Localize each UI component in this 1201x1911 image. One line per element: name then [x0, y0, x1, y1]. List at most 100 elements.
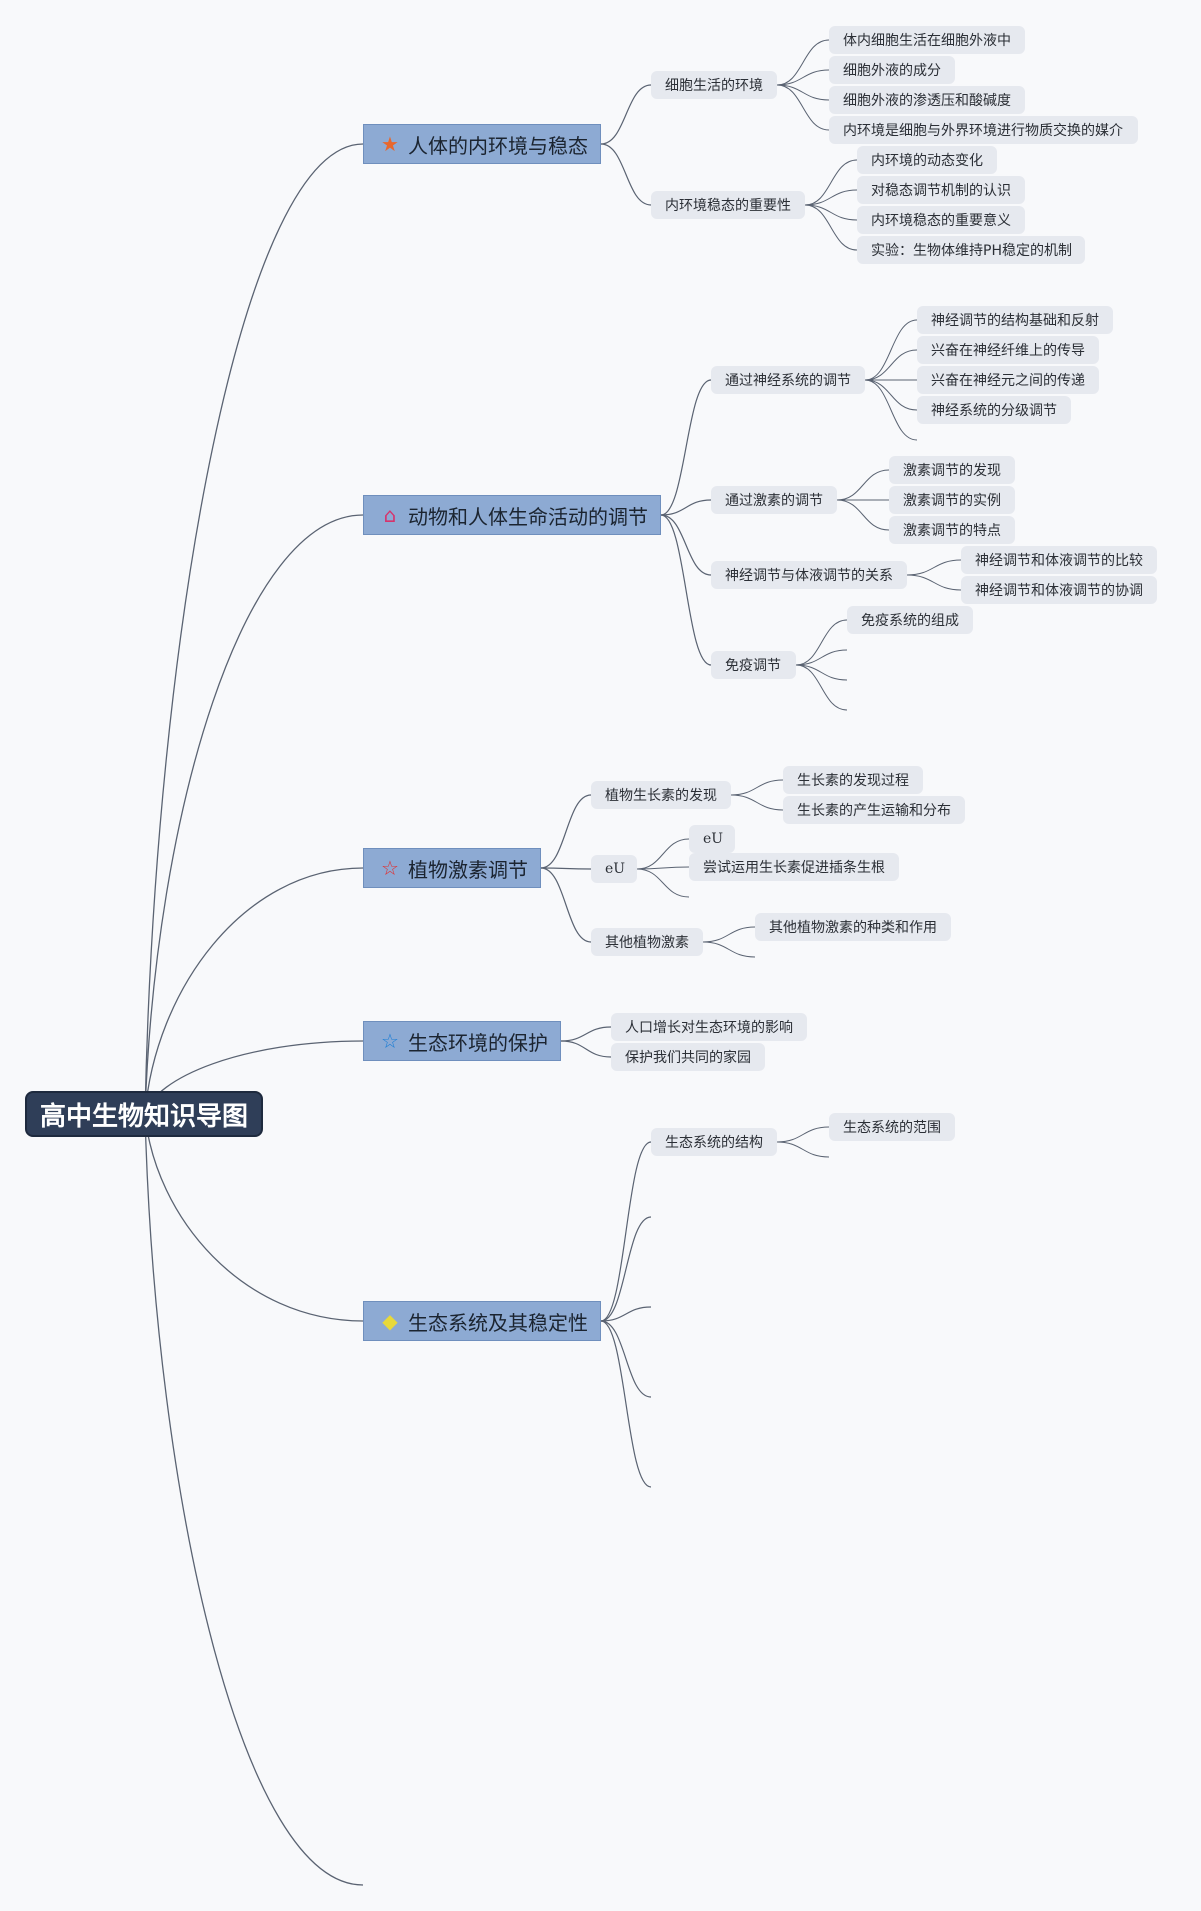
leaf-node[interactable]: 激素调节的特点 [889, 516, 1015, 544]
connector-line [864, 349, 918, 381]
star-outline-icon: ☆ [381, 856, 399, 880]
sub-node[interactable]: 通过神经系统的调节 [711, 366, 865, 394]
leaf-node[interactable]: 神经调节的结构基础和反射 [917, 306, 1113, 334]
star-filled-icon: ★ [381, 132, 399, 156]
connector-line [776, 84, 830, 131]
connector-line [660, 499, 712, 516]
connector-line [600, 1216, 652, 1322]
connector-line [804, 204, 858, 221]
sub-node[interactable]: 植物生长素的发现 [591, 781, 731, 809]
connector-line [702, 941, 756, 958]
root-node[interactable]: 高中生物知识导图 [25, 1091, 263, 1137]
connector-line [776, 69, 830, 86]
leaf-node[interactable]: 神经调节和体液调节的比较 [961, 546, 1157, 574]
leaf-node[interactable]: 其他植物激素的种类和作用 [755, 913, 951, 941]
leaf-node[interactable]: 内环境的动态变化 [857, 146, 997, 174]
connector-line [776, 39, 830, 86]
connector-line [600, 1141, 652, 1322]
connector-line [864, 319, 918, 381]
sub-node[interactable]: 通过激素的调节 [711, 486, 837, 514]
star-outline-icon: ☆ [381, 1029, 399, 1053]
leaf-node[interactable]: 生长素的产生运输和分布 [783, 796, 965, 824]
connector-line [540, 867, 592, 943]
leaf-node[interactable]: eU [689, 825, 735, 853]
connector-line [144, 143, 364, 1115]
connector-line [730, 779, 784, 796]
connector-line [804, 159, 858, 206]
branch-node-environment-protection[interactable]: ☆ 生态环境的保护 [363, 1021, 561, 1061]
connector-line [636, 868, 690, 898]
connector-line [600, 1306, 652, 1322]
branch-label: 生态环境的保护 [408, 1030, 548, 1055]
home-icon: ⌂ [383, 503, 397, 527]
leaf-node[interactable]: 兴奋在神经元之间的传递 [917, 366, 1099, 394]
connector-line [836, 469, 890, 501]
sub-node[interactable]: 神经调节与体液调节的关系 [711, 561, 907, 589]
leaf-node[interactable]: 保护我们共同的家园 [611, 1043, 765, 1071]
connector-line [660, 514, 712, 666]
connector-line [144, 514, 364, 1115]
branch-label: 生态系统及其稳定性 [408, 1310, 588, 1335]
connector-line [144, 1113, 364, 1886]
connector-line [836, 499, 890, 531]
leaf-node[interactable]: 人口增长对生态环境的影响 [611, 1013, 807, 1041]
leaf-node[interactable]: 神经调节和体液调节的协调 [961, 576, 1157, 604]
connector-line [702, 926, 756, 943]
leaf-node[interactable]: 生态系统的范围 [829, 1113, 955, 1141]
connector-line [906, 559, 962, 576]
connector-line [776, 1141, 830, 1158]
sub-node[interactable]: eU [591, 855, 637, 883]
connector-line [560, 1040, 612, 1058]
connector-line [540, 794, 592, 869]
leaf-node[interactable]: 内环境是细胞与外界环境进行物质交换的媒介 [829, 116, 1138, 144]
connector-line [795, 664, 848, 711]
branch-node-animal-regulation[interactable]: ⌂ 动物和人体生命活动的调节 [363, 495, 661, 535]
connector-line [776, 84, 830, 101]
leaf-node[interactable]: 神经系统的分级调节 [917, 396, 1071, 424]
connector-line [144, 867, 364, 1115]
connector-line [864, 379, 918, 411]
leaf-node[interactable]: 免疫系统的组成 [847, 606, 973, 634]
connector-line [795, 619, 848, 666]
leaf-node[interactable]: 尝试运用生长素促进插条生根 [689, 853, 899, 881]
sub-node[interactable]: 其他植物激素 [591, 928, 703, 956]
connector-line [864, 379, 918, 441]
leaf-node[interactable]: 兴奋在神经纤维上的传导 [917, 336, 1099, 364]
connector-line [600, 1320, 652, 1488]
connector-line [906, 574, 962, 591]
leaf-node[interactable]: 实验：生物体维持PH稳定的机制 [857, 236, 1085, 264]
connector-line [660, 514, 712, 576]
diamond-icon: ◆ [382, 1309, 398, 1333]
connector-line [804, 204, 858, 251]
leaf-node[interactable]: 细胞外液的渗透压和酸碱度 [829, 86, 1025, 114]
leaf-node[interactable]: 体内细胞生活在细胞外液中 [829, 26, 1025, 54]
connector-line [795, 649, 848, 666]
branch-node-ecosystem[interactable]: ◆ 生态系统及其稳定性 [363, 1301, 601, 1341]
connector-line [560, 1026, 612, 1042]
connector-line [600, 143, 652, 206]
leaf-node[interactable]: 对稳态调节机制的认识 [857, 176, 1025, 204]
leaf-node[interactable]: 激素调节的实例 [889, 486, 1015, 514]
connector-line [730, 794, 784, 811]
connector-line [660, 379, 712, 516]
sub-node[interactable]: 免疫调节 [711, 651, 796, 679]
connector-line [144, 1113, 364, 1322]
sub-node[interactable]: 细胞生活的环境 [651, 71, 777, 99]
connector-line [540, 867, 592, 870]
leaf-node[interactable]: 激素调节的发现 [889, 456, 1015, 484]
leaf-node[interactable]: 细胞外液的成分 [829, 56, 955, 84]
connector-line [804, 189, 858, 206]
branch-node-internal-environment[interactable]: ★ 人体的内环境与稳态 [363, 124, 601, 164]
branch-label: 动物和人体生命活动的调节 [408, 504, 648, 529]
sub-node[interactable]: 生态系统的结构 [651, 1128, 777, 1156]
connector-line [600, 84, 652, 145]
connector-line [636, 838, 690, 870]
sub-node[interactable]: 内环境稳态的重要性 [651, 191, 805, 219]
connector-line [795, 664, 848, 681]
leaf-node[interactable]: 生长素的发现过程 [783, 766, 923, 794]
leaf-node[interactable]: 内环境稳态的重要意义 [857, 206, 1025, 234]
connector-line [600, 1320, 652, 1398]
branch-node-plant-hormones[interactable]: ☆ 植物激素调节 [363, 848, 541, 888]
